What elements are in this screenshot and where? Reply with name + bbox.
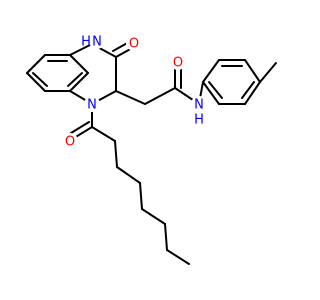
molecule-diagram: N H N O O N H O	[26, 33, 277, 265]
atom-label-n-ring: N	[87, 98, 97, 113]
bond	[164, 223, 168, 251]
bond	[166, 249, 190, 265]
bond-lines	[26, 40, 277, 265]
bond-double-inner	[32, 72, 48, 87]
atom-label-o-lactam: O	[129, 37, 139, 52]
bond	[244, 59, 261, 83]
bond	[69, 72, 89, 92]
atom-label-o-acyl: O	[65, 135, 75, 150]
atom-labels: N H N O O N H O	[62, 33, 207, 150]
bond	[26, 72, 46, 92]
bond-double-inner	[241, 81, 255, 99]
bond	[69, 54, 89, 74]
bond	[202, 59, 220, 83]
bond-double-inner	[208, 81, 223, 99]
bond	[115, 90, 146, 105]
bond	[202, 81, 220, 105]
atom-label-h-ring: H	[81, 35, 91, 50]
bond	[26, 54, 46, 74]
bond	[244, 81, 261, 105]
bond	[259, 62, 277, 83]
bond	[70, 121, 90, 134]
bond	[91, 126, 116, 142]
bond	[139, 182, 143, 210]
bond	[141, 208, 166, 225]
bond-double-inner	[67, 72, 83, 87]
atom-label-o-amide: O	[173, 56, 183, 71]
atom-label-h-amide: H	[194, 113, 204, 128]
bond	[73, 126, 93, 139]
bond	[144, 87, 176, 105]
bond	[69, 43, 93, 56]
bond	[114, 140, 118, 168]
atom-label-n-amide: N	[194, 98, 204, 113]
bond	[116, 166, 141, 184]
atom-label-nh-ring: N	[92, 35, 102, 50]
